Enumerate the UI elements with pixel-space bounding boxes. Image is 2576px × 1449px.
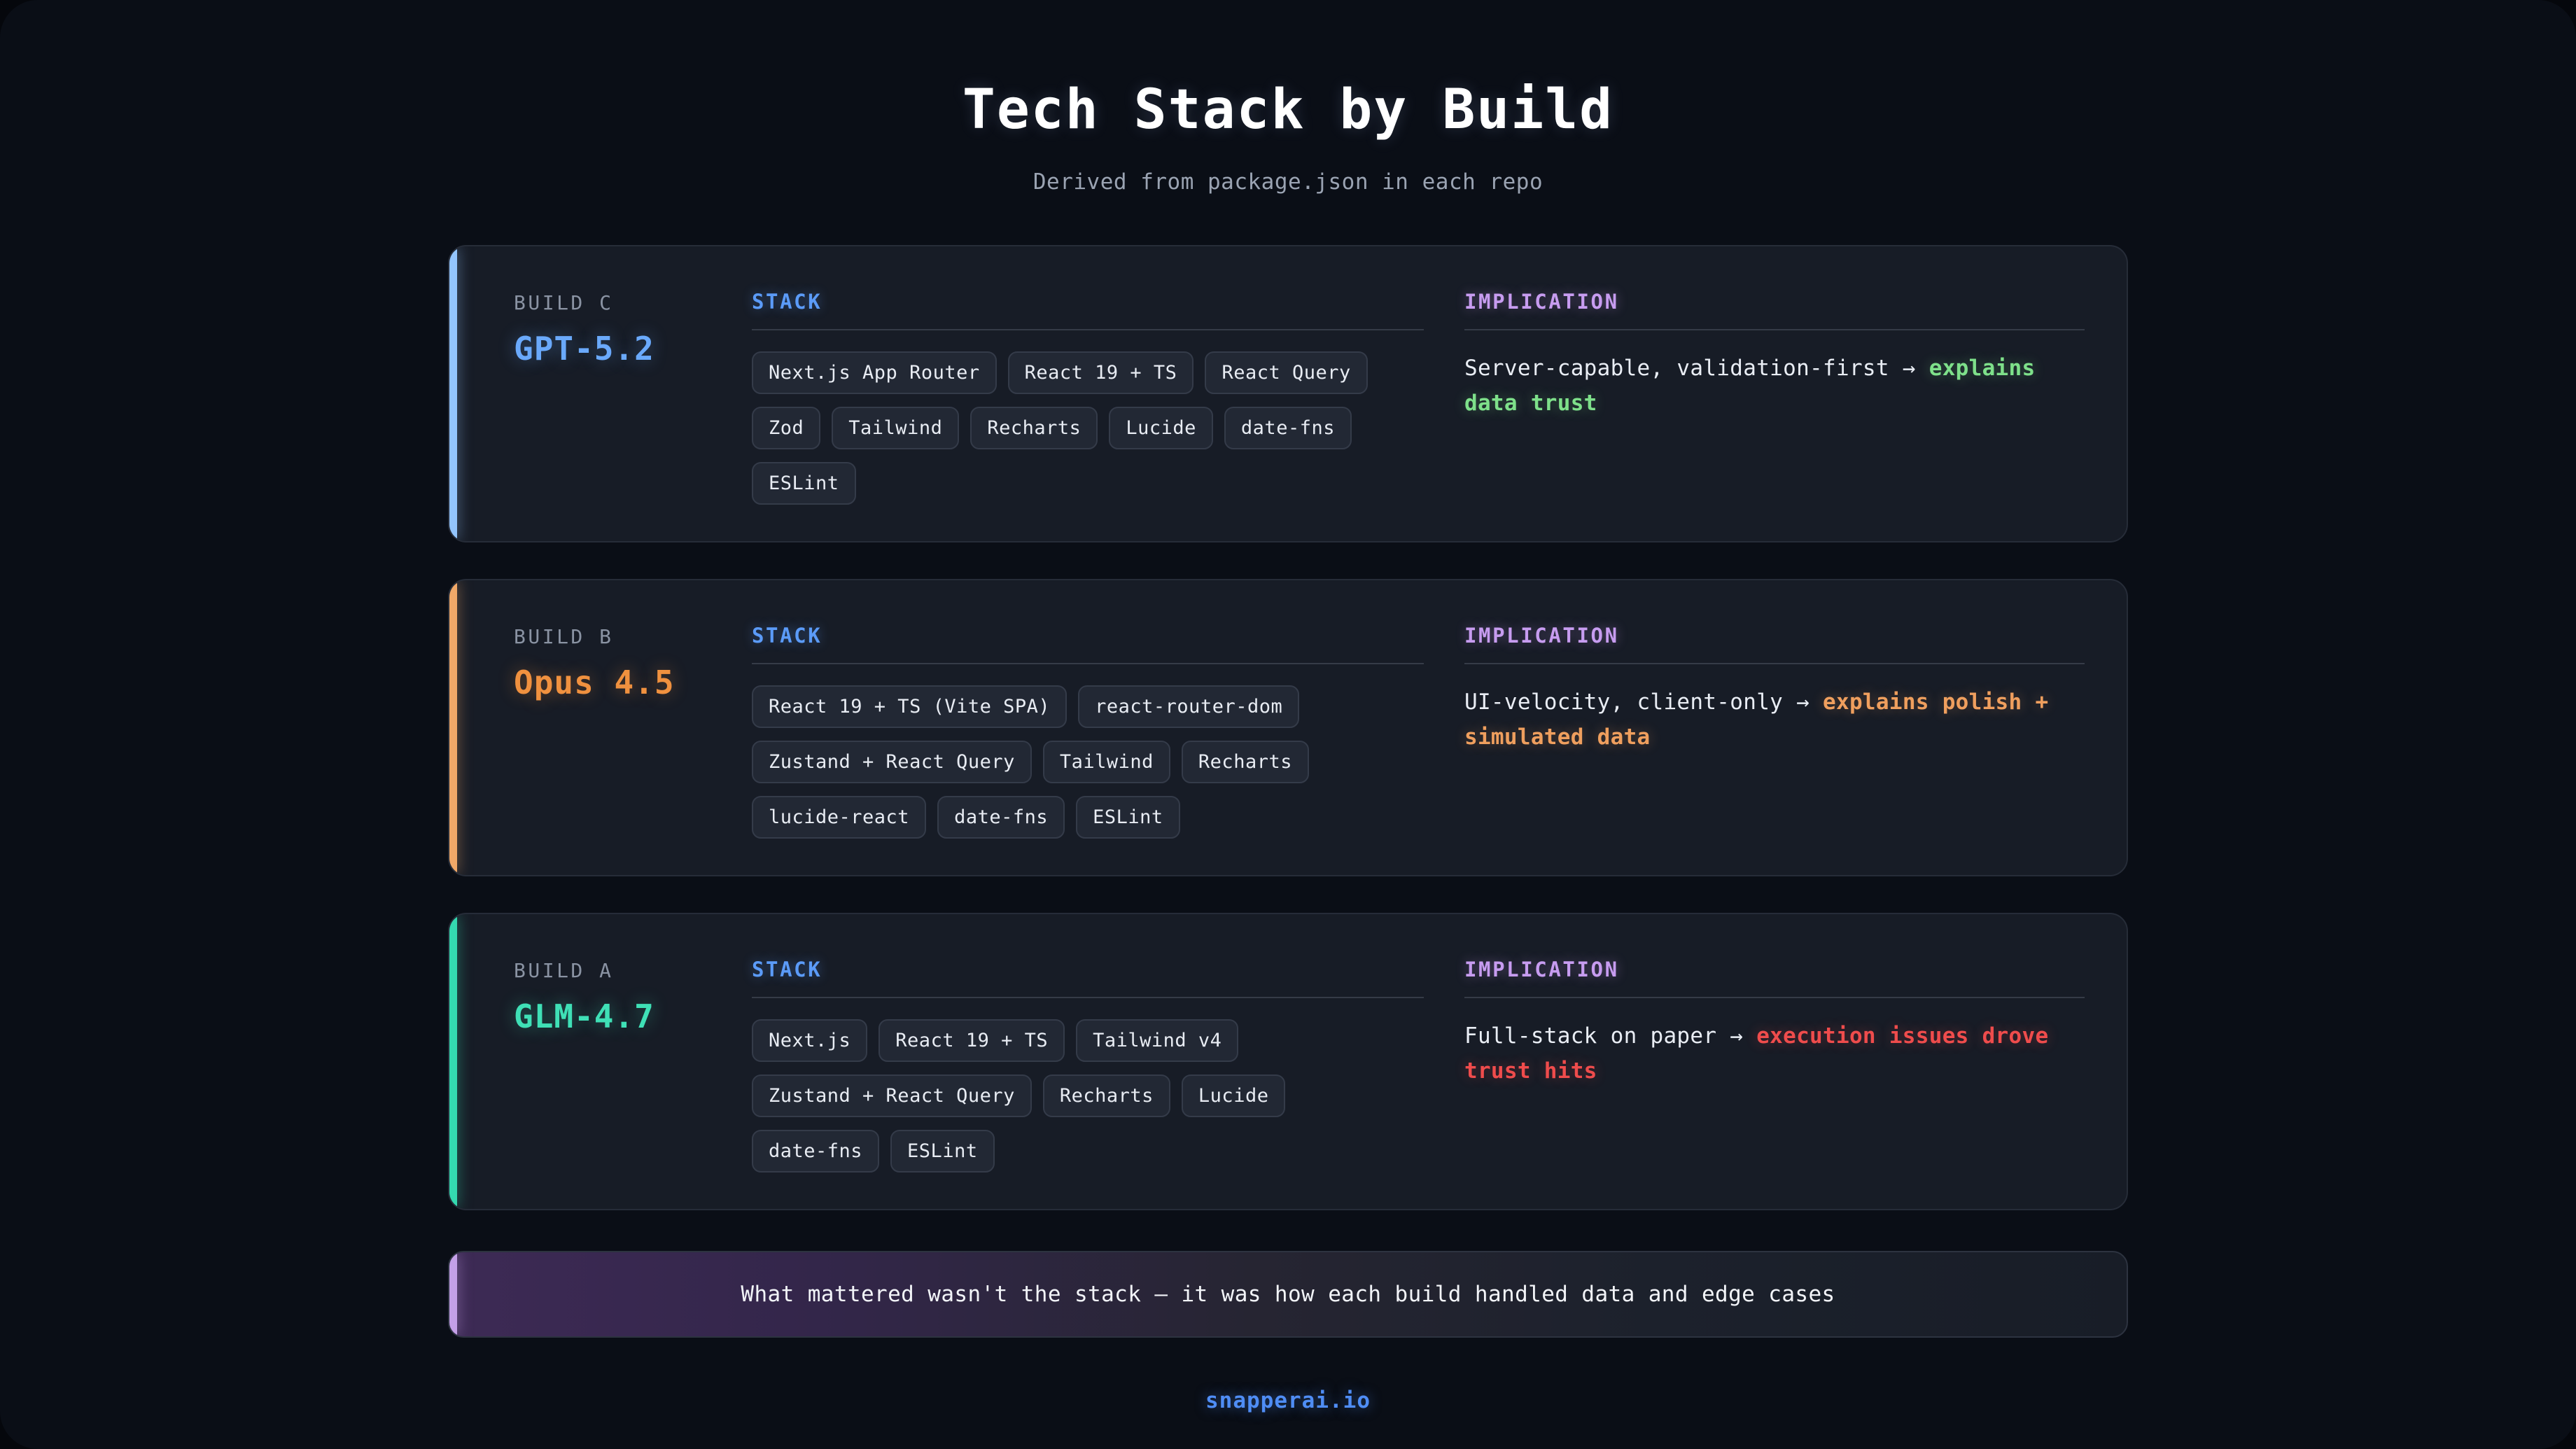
- stack-chip[interactable]: Tailwind v4: [1076, 1019, 1239, 1062]
- implication-column: IMPLICATION Server-capable, validation-fi…: [1424, 287, 2085, 421]
- build-label: BUILD A: [514, 959, 614, 982]
- stack-chip[interactable]: ESLint: [1076, 796, 1180, 839]
- stack-chip[interactable]: date-fns: [937, 796, 1065, 839]
- stack-chip[interactable]: Zustand + React Query: [752, 741, 1032, 783]
- stack-chip[interactable]: Next.js: [752, 1019, 868, 1062]
- stack-heading: STACK: [752, 290, 822, 314]
- stack-divider: [752, 329, 1424, 330]
- stack-divider: [752, 997, 1424, 998]
- stack-heading: STACK: [752, 624, 822, 648]
- stack-chip[interactable]: Recharts: [1042, 1074, 1170, 1117]
- implication-highlight: explains data trust: [1464, 356, 2036, 416]
- footer-link[interactable]: snapperai.io: [1205, 1388, 1371, 1413]
- stack-chip[interactable]: React 19 + TS (Vite SPA): [752, 685, 1068, 728]
- banner-text: What mattered wasn't the stack — it was …: [741, 1282, 1835, 1307]
- stack-chip[interactable]: React 19 + TS: [1007, 351, 1194, 394]
- stack-chip[interactable]: React Query: [1205, 351, 1368, 394]
- stack-chip[interactable]: lucide-react: [752, 796, 927, 839]
- build-label: BUILD B: [514, 625, 614, 648]
- implication-column: IMPLICATION UI-velocity, client-only → ex…: [1424, 621, 2085, 755]
- implication-highlight: explains polish + simulated data: [1464, 690, 2049, 750]
- stack-chip[interactable]: ESLint: [752, 462, 856, 505]
- model-name: GPT-5.2: [514, 330, 654, 368]
- card-accent-bar: [449, 580, 457, 875]
- stack-chip-list: React 19 + TS (Vite SPA)react-router-dom…: [752, 685, 1424, 839]
- build-identity: BUILD B Opus 4.5: [514, 621, 752, 701]
- stack-chip[interactable]: Tailwind: [1042, 741, 1170, 783]
- implication-text: Server-capable, validation-first → expla…: [1464, 351, 2085, 421]
- page-title: Tech Stack by Build: [962, 78, 1614, 141]
- card-accent-bar: [449, 914, 457, 1209]
- page-subtitle: Derived from package.json in each repo: [1032, 169, 1544, 195]
- implication-column: IMPLICATION Full-stack on paper → executi…: [1424, 955, 2085, 1088]
- implication-divider: [1464, 329, 2085, 330]
- implication-plain: Server-capable, validation-first →: [1464, 356, 1929, 381]
- stack-chip[interactable]: date-fns: [752, 1130, 880, 1172]
- stack-chip[interactable]: Recharts: [1181, 741, 1309, 783]
- stack-chip[interactable]: Next.js App Router: [752, 351, 997, 394]
- stack-chip[interactable]: ESLint: [890, 1130, 995, 1172]
- implication-text: Full-stack on paper → execution issues d…: [1464, 1019, 2085, 1088]
- stack-chip[interactable]: Zod: [752, 407, 821, 449]
- banner-accent-bar: [449, 1252, 457, 1336]
- build-identity: BUILD A GLM-4.7: [514, 955, 752, 1035]
- implication-text: UI-velocity, client-only → explains poli…: [1464, 685, 2085, 755]
- stack-divider: [752, 663, 1424, 664]
- build-card: BUILD B Opus 4.5 STACK React 19 + TS (Vite …: [448, 579, 2128, 876]
- summary-banner: What mattered wasn't the stack — it was …: [448, 1251, 2128, 1338]
- card-accent-bar: [449, 246, 457, 541]
- stack-chip[interactable]: Tailwind: [832, 407, 960, 449]
- implication-plain: UI-velocity, client-only →: [1464, 690, 1823, 715]
- stack-heading: STACK: [752, 958, 822, 981]
- implication-plain: Full-stack on paper →: [1464, 1023, 1757, 1049]
- build-identity: BUILD C GPT-5.2: [514, 287, 752, 368]
- implication-divider: [1464, 663, 2085, 664]
- stack-chip[interactable]: React 19 + TS: [878, 1019, 1065, 1062]
- model-name: Opus 4.5: [514, 664, 675, 701]
- stack-chip[interactable]: date-fns: [1224, 407, 1352, 449]
- implication-highlight: execution issues drove trust hits: [1464, 1023, 2049, 1084]
- stack-chip[interactable]: Recharts: [970, 407, 1098, 449]
- stack-chip[interactable]: Zustand + React Query: [752, 1074, 1032, 1117]
- implication-heading: IMPLICATION: [1464, 290, 1619, 314]
- model-name: GLM-4.7: [514, 997, 654, 1035]
- implication-heading: IMPLICATION: [1464, 958, 1619, 981]
- implication-divider: [1464, 997, 2085, 998]
- implication-heading: IMPLICATION: [1464, 624, 1619, 648]
- stack-column: STACK React 19 + TS (Vite SPA)react-route…: [752, 621, 1424, 839]
- stack-chip[interactable]: Lucide: [1109, 407, 1213, 449]
- stack-chip[interactable]: react-router-dom: [1078, 685, 1300, 728]
- stack-chip[interactable]: Lucide: [1181, 1074, 1286, 1117]
- build-label: BUILD C: [514, 291, 614, 314]
